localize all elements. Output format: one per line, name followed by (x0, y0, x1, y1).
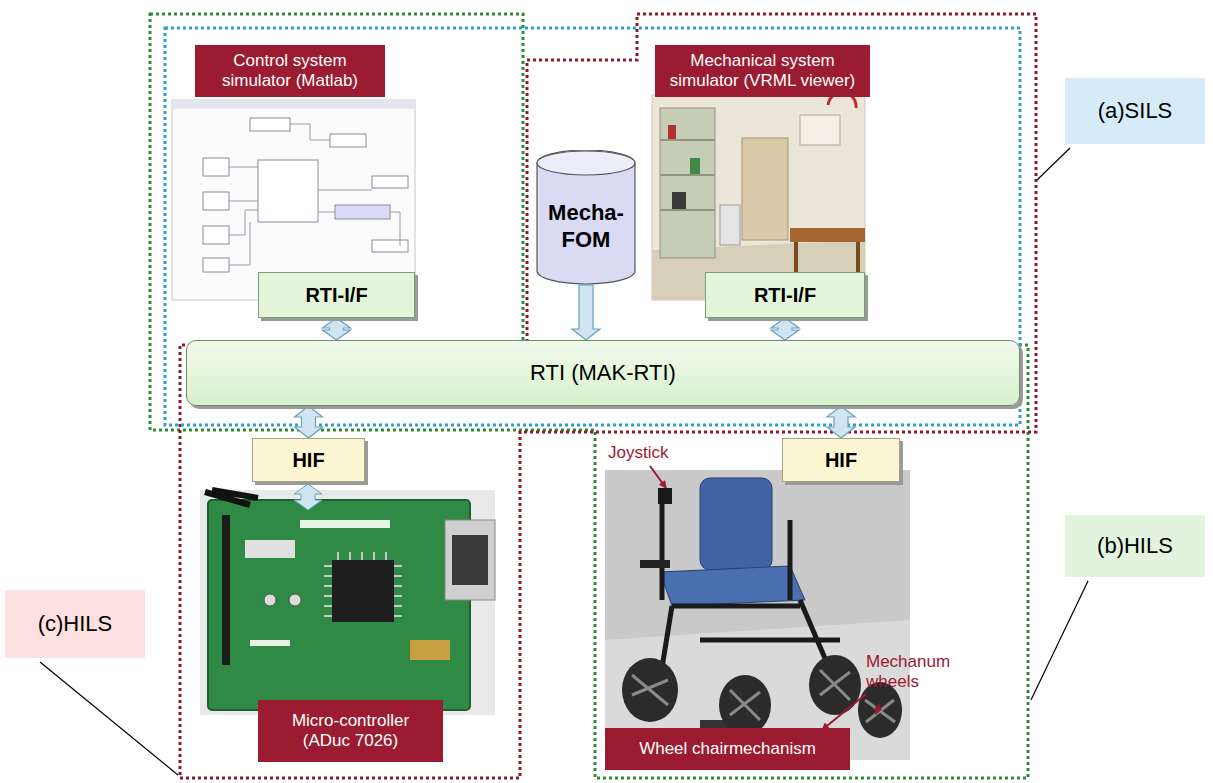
simulink-screenshot (203, 226, 229, 244)
microcontroller-board-photo (200, 490, 495, 715)
simulink-screenshot (229, 124, 400, 265)
group-tag: (a)SILS (1065, 78, 1205, 144)
simulink-screenshot (330, 134, 366, 147)
vrml-room-screenshot (652, 92, 865, 300)
group-tag: (b)HILS (1065, 515, 1205, 577)
interface-box: RTI-I/F (258, 272, 415, 318)
vrml-room-screenshot (668, 125, 676, 139)
microcontroller-board-photo (289, 594, 301, 606)
simulink-screenshot (172, 100, 415, 109)
hardware-interface-box: HIF (252, 438, 365, 482)
microcontroller-board-photo (200, 490, 495, 715)
block-arrow (294, 484, 322, 510)
callout-leader (650, 466, 666, 488)
title-box: Micro-controller (ADuc 7026) (258, 700, 443, 762)
microcontroller-board-photo (245, 540, 295, 558)
wheelchair-photo (660, 500, 840, 680)
simulink-screenshot (203, 158, 229, 176)
microcontroller-board-photo (300, 520, 390, 528)
simulink-screenshot (250, 118, 290, 131)
cylinder-shape (537, 150, 635, 284)
simulink-screenshot (172, 100, 415, 300)
microcontroller-board-photo (205, 490, 258, 505)
vrml-room-screenshot (800, 115, 840, 145)
hardware-interface-box: HIF (782, 438, 900, 482)
microcontroller-board-photo (324, 552, 402, 616)
microcontroller-board-photo (410, 640, 450, 660)
block-arrow (323, 318, 351, 340)
title-box: Mechanical system simulator (VRML viewer… (655, 45, 870, 97)
vrml-room-screenshot (790, 228, 865, 242)
hils-b-outline (150, 14, 1028, 778)
leader-line (1031, 581, 1088, 700)
node-text: RTI (MAK-RTI) (530, 360, 676, 386)
node-text: (a)SILS (1098, 98, 1173, 124)
leader-line (1037, 148, 1070, 180)
wheelchair-photo (605, 470, 910, 760)
wheelchair-photo (605, 470, 910, 760)
rti-bus-band: RTI (MAK-RTI) (186, 340, 1020, 406)
title-box: Wheel chairmechanism (605, 728, 850, 770)
database-cylinder: Mecha-FOM (536, 150, 636, 285)
callout-label: Joystick (608, 443, 698, 463)
microcontroller-board-photo (445, 520, 495, 600)
node-text: Control system simulator (Matlab) (203, 51, 377, 92)
block-arrow (295, 406, 323, 438)
simulink-screenshot (372, 176, 408, 188)
microcontroller-board-photo (332, 560, 394, 622)
vrml-room-screenshot (672, 192, 686, 209)
vrml-room-screenshot (796, 242, 858, 275)
simulink-screenshot (258, 160, 318, 222)
callout-leader (822, 694, 866, 730)
vrml-room-screenshot (652, 95, 865, 300)
wheelchair-photo (660, 566, 805, 606)
vrml-room-screenshot (690, 158, 700, 174)
callout-label: Mechanum wheels (866, 652, 966, 691)
microcontroller-board-photo (222, 515, 230, 665)
vrml-room-screenshot (720, 205, 740, 245)
block-arrow (771, 318, 799, 340)
block-arrow (827, 406, 855, 438)
wheelchair-photo (632, 670, 895, 722)
wheelchair-photo (700, 478, 772, 570)
microcontroller-board-photo (208, 500, 470, 710)
simulink-screenshot (335, 205, 390, 219)
simulink-screenshot (172, 100, 415, 300)
microcontroller-board-photo (452, 535, 488, 585)
hils-c-outline (180, 14, 1036, 778)
node-text: RTI-I/F (305, 283, 367, 307)
simulink-screenshot (372, 240, 408, 252)
vrml-room-screenshot (742, 138, 788, 240)
node-text: Wheel chairmechanism (639, 739, 816, 759)
vrml-room-screenshot (660, 140, 715, 210)
leader-line (40, 662, 178, 775)
node-text: (c)HILS (38, 611, 113, 637)
vrml-room-screenshot (660, 108, 715, 258)
node-text: Mecha-FOM (540, 200, 632, 253)
node-text: Micro-controller (ADuc 7026) (266, 711, 435, 752)
cylinder-shape (537, 151, 635, 175)
microcontroller-board-photo (250, 640, 290, 646)
microcontroller-board-photo (264, 594, 276, 606)
wheelchair-photo (658, 488, 672, 504)
interface-box: RTI-I/F (705, 272, 865, 318)
node-text: (b)HILS (1097, 533, 1173, 559)
callout-leader (876, 704, 880, 714)
node-text: Mechanical system simulator (VRML viewer… (663, 51, 862, 92)
block-arrow (572, 285, 600, 340)
group-tag: (c)HILS (5, 590, 145, 658)
simulink-screenshot (203, 258, 229, 272)
title-box: Control system simulator (Matlab) (195, 45, 385, 97)
node-text: HIF (292, 448, 324, 472)
node-text: RTI-I/F (754, 283, 816, 307)
node-text: HIF (825, 448, 857, 472)
simulink-screenshot (203, 192, 229, 210)
wheelchair-photo (640, 560, 670, 568)
sils-outline (165, 28, 1020, 425)
